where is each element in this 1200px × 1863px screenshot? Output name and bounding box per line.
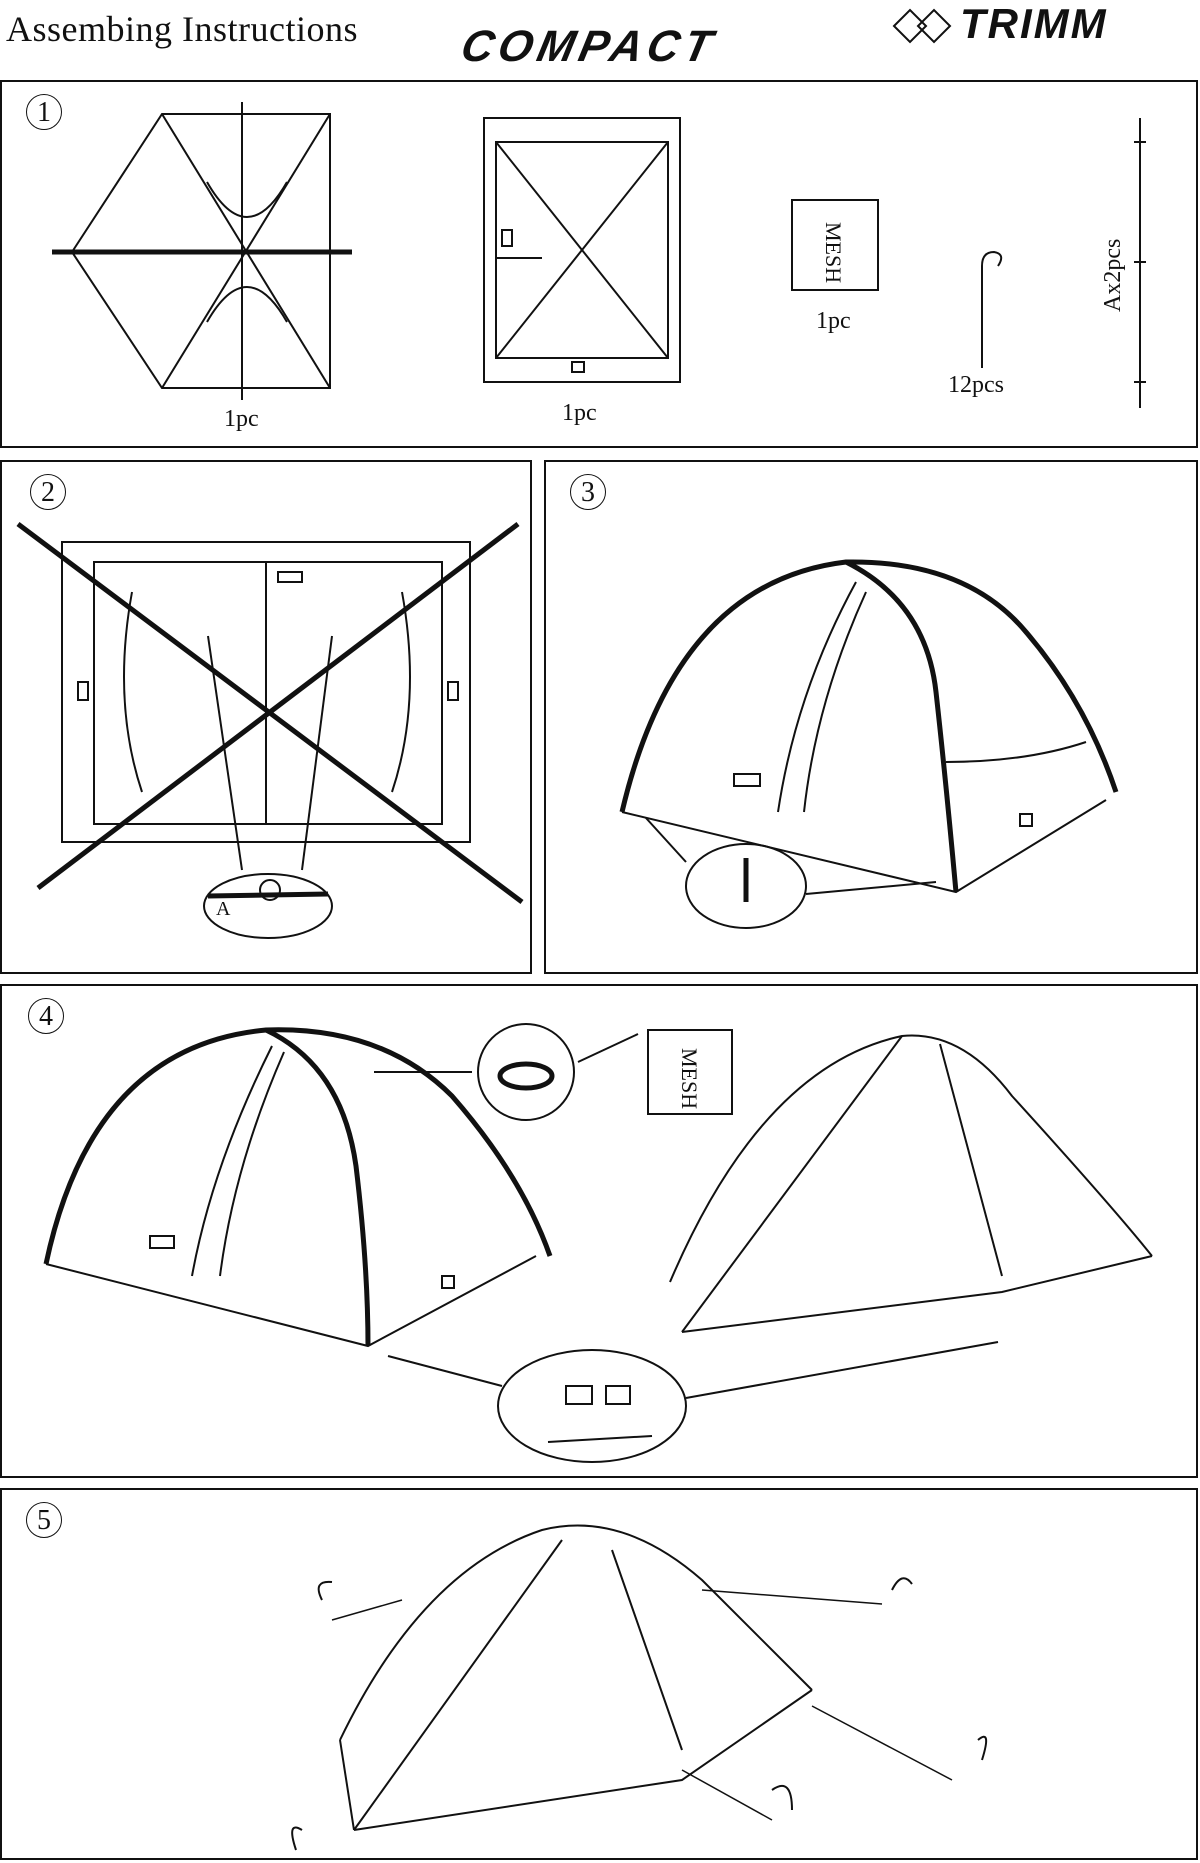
step-2-illustration [16,522,524,939]
pole-drawing [1134,118,1146,408]
step-1-panel: 1 [0,80,1198,448]
pegs-quantity: 12pcs [948,372,1004,398]
step-5-number: 5 [26,1502,62,1538]
step-5-panel: 5 [0,1488,1198,1860]
step-5-illustration [291,1524,988,1851]
detail-label-a: A [216,898,231,920]
step-1-number: 1 [26,94,62,130]
brand-logo: TRIMM [888,0,1193,48]
brand-name: TRIMM [960,0,1108,47]
peg-drawing [981,250,1003,368]
step-3-illustration [619,559,1119,929]
mesh-label: MESH [821,222,846,284]
step-4-panel: 4 MESH [0,984,1198,1478]
mesh-label-step4: MESH [677,1048,702,1110]
poles-quantity: Ax2pcs [1100,238,1126,312]
step-1-parts-illustration [52,102,1146,408]
flysheet-quantity: 1pc [224,406,259,432]
product-logo: COMPACT [456,22,722,71]
inner-tent-drawing [483,117,681,383]
step-3-number: 3 [570,474,606,510]
trimm-logo-icon [892,8,952,44]
flysheet-drawing [52,102,352,400]
step-2-number: 2 [30,474,66,510]
step-2-panel: 2 A [0,460,532,974]
step-4-illustration [43,1023,1153,1463]
mesh-quantity: 1pc [816,308,851,334]
mesh-drawing [791,199,879,291]
page-title: Assembing Instructions [6,9,358,49]
step-3-panel: 3 [544,460,1198,974]
step-4-number: 4 [28,998,64,1034]
inner-tent-quantity: 1pc [562,400,597,426]
